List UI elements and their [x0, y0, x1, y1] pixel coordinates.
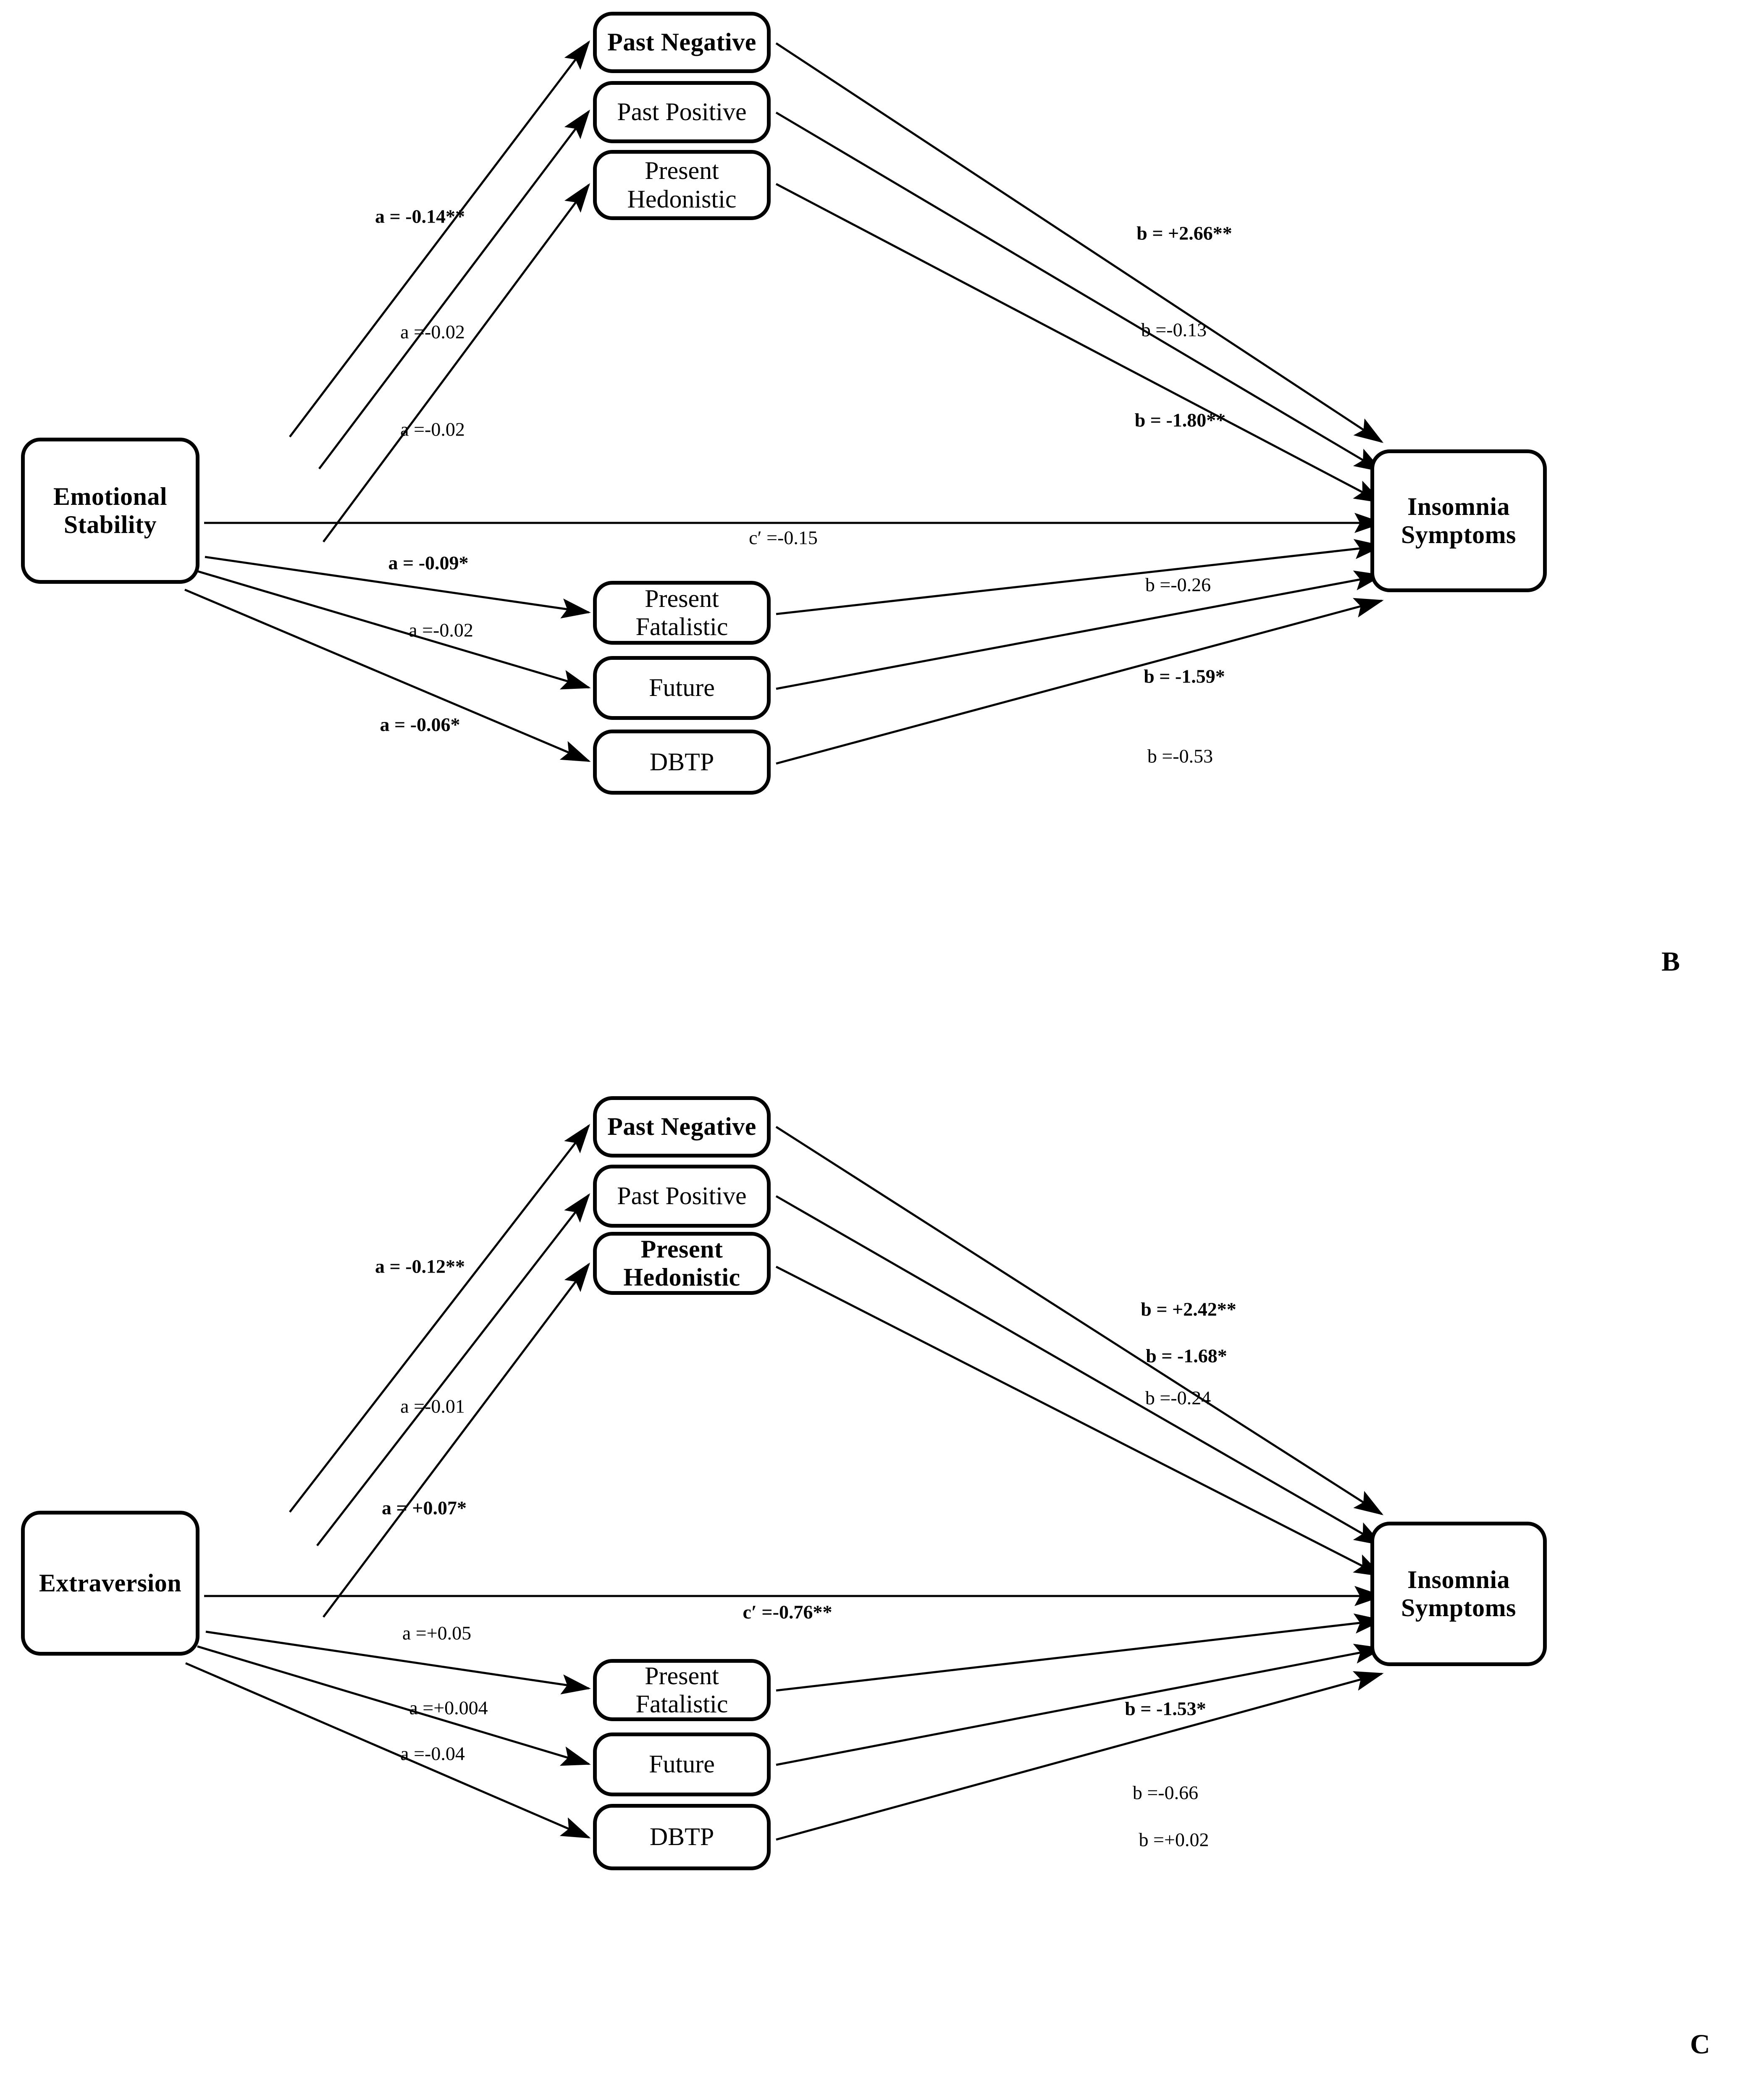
- node-label: Past Positive: [617, 98, 747, 126]
- edge-label-a-dbtp-c: a =-0.04: [400, 1743, 465, 1764]
- path-a-future-c: [197, 1645, 591, 1766]
- edge-label-b-dbtp-b: b =-0.53: [1147, 745, 1213, 767]
- panel-b-a-paths: [184, 40, 591, 762]
- path-b-future: [776, 570, 1384, 690]
- path-b-future-c: [776, 1643, 1384, 1766]
- panel-letter-b: B: [1661, 946, 1680, 977]
- edge-label-a-future-c: a =+0.004: [409, 1697, 488, 1719]
- node-mediator-past-negative-c[interactable]: Past Negative: [593, 1096, 771, 1158]
- panel-letter-c: C: [1690, 2029, 1710, 2060]
- edge-label-b-past-positive-b: b =-0.13: [1141, 319, 1207, 341]
- node-label: Extraversion: [39, 1569, 182, 1597]
- path-b-past-positive-c: [775, 1195, 1384, 1546]
- node-label-line2: Symptoms: [1401, 1594, 1517, 1622]
- path-b-dbtp-c: [776, 1671, 1384, 1841]
- edge-label-a-past-negative-c: a = -0.12**: [375, 1255, 465, 1277]
- path-b-past-positive: [775, 111, 1384, 472]
- path-b-past-negative: [775, 42, 1384, 443]
- node-predictor-extraversion[interactable]: Extraversion: [21, 1511, 199, 1656]
- path-b-present-fatalistic-c: [776, 1613, 1384, 1692]
- node-label: Present Fatalistic: [635, 584, 728, 640]
- node-outcome-insomnia-symptoms-c[interactable]: Insomnia Symptoms: [1370, 1522, 1547, 1666]
- node-label-line2: Stability: [63, 511, 157, 538]
- path-a-dbtp: [184, 588, 591, 762]
- edge-label-a-past-positive-b: a =-0.02: [400, 321, 465, 343]
- path-a-past-positive-c: [316, 1193, 590, 1546]
- edge-label-direct-effect-c: c′ =-0.76**: [743, 1601, 832, 1623]
- node-label-line1: Insomnia: [1407, 492, 1510, 520]
- panel-b-b-paths: [775, 42, 1384, 765]
- node-label: Past Negative: [607, 1113, 756, 1141]
- node-mediator-dbtp-b[interactable]: DBTP: [593, 730, 771, 795]
- edge-label-a-present-hedonistic-c: a = +0.07*: [382, 1497, 467, 1519]
- edge-label-b-past-negative-b: b = +2.66**: [1136, 222, 1232, 244]
- node-label: Present Fatalistic: [635, 1662, 728, 1718]
- panel-c-a-paths: [185, 1124, 591, 1839]
- node-label: Past Positive: [617, 1182, 747, 1210]
- path-b-past-negative-c: [775, 1126, 1384, 1515]
- path-a-present-fatalistic-c: [205, 1630, 591, 1695]
- path-b-present-hedonistic: [775, 183, 1384, 504]
- edge-label-b-present-fatalistic-b: b =-0.26: [1145, 574, 1211, 596]
- node-mediator-past-positive-c[interactable]: Past Positive: [593, 1165, 771, 1228]
- node-label-line2: Symptoms: [1401, 521, 1517, 549]
- path-a-present-fatalistic: [205, 556, 591, 619]
- node-label: Past Negative: [607, 28, 756, 56]
- edge-label-a-past-positive-c: a =-0.01: [400, 1395, 465, 1417]
- edge-label-b-present-hedonistic-c: b = -1.68*: [1146, 1345, 1227, 1367]
- edge-label-b-past-positive-c: b =-0.24: [1145, 1387, 1211, 1409]
- edge-label-direct-effect-b: c′ =-0.15: [749, 527, 818, 549]
- panel-c-b-paths: [775, 1126, 1384, 1841]
- path-a-present-hedonistic: [322, 183, 590, 543]
- edge-label-a-present-fatalistic-b: a = -0.09*: [388, 552, 469, 574]
- path-b-dbtp: [776, 598, 1384, 765]
- path-a-past-positive: [318, 110, 590, 470]
- node-mediator-past-negative-b[interactable]: Past Negative: [593, 12, 771, 73]
- node-label: Present Hedonistic: [623, 1235, 740, 1291]
- node-mediator-dbtp-c[interactable]: DBTP: [593, 1804, 771, 1870]
- edge-label-b-present-fatalistic-c: b =+0.02: [1139, 1829, 1209, 1851]
- edge-label-b-future-b: b = -1.59*: [1144, 665, 1225, 687]
- edge-label-a-dbtp-b: a = -0.06*: [380, 714, 460, 735]
- path-b-present-hedonistic-c: [775, 1265, 1384, 1577]
- node-mediator-future-b[interactable]: Future: [593, 656, 771, 720]
- edge-label-a-future-b: a =-0.02: [409, 619, 473, 641]
- node-label: DBTP: [649, 748, 714, 776]
- node-label: Future: [649, 1750, 715, 1778]
- node-mediator-present-fatalistic-c[interactable]: Present Fatalistic: [593, 1659, 771, 1721]
- edge-label-b-past-negative-c: b = +2.42**: [1141, 1298, 1236, 1320]
- node-mediator-present-hedonistic-c[interactable]: Present Hedonistic: [593, 1232, 771, 1295]
- node-label: Future: [649, 674, 715, 702]
- node-mediator-present-fatalistic-b[interactable]: Present Fatalistic: [593, 581, 771, 645]
- edge-label-b-present-hedonistic-b: b = -1.80**: [1134, 409, 1226, 431]
- node-label-line1: Emotional: [53, 482, 168, 510]
- edge-label-a-present-fatalistic-c: a =+0.05: [402, 1622, 472, 1644]
- edge-label-b-future-c: b = -1.53*: [1125, 1698, 1206, 1719]
- path-a-future: [197, 570, 591, 690]
- path-a-present-hedonistic-c: [323, 1263, 590, 1618]
- node-mediator-future-c[interactable]: Future: [593, 1732, 771, 1796]
- node-mediator-present-hedonistic-b[interactable]: Present Hedonistic: [593, 150, 771, 220]
- node-outcome-insomnia-symptoms-b[interactable]: Insomnia Symptoms: [1370, 449, 1547, 592]
- node-label-line1: Insomnia: [1407, 1565, 1510, 1593]
- edge-label-b-dbtp-c: b =-0.66: [1132, 1782, 1199, 1803]
- node-mediator-past-positive-b[interactable]: Past Positive: [593, 81, 771, 143]
- edge-label-a-past-negative-b: a = -0.14**: [375, 205, 465, 227]
- node-label: DBTP: [649, 1823, 714, 1851]
- path-b-present-fatalistic: [776, 539, 1384, 615]
- node-predictor-emotional-stability[interactable]: Emotional Stability: [21, 438, 199, 584]
- path-a-past-negative-c: [289, 1124, 590, 1513]
- path-a-dbtp-c: [185, 1662, 591, 1839]
- node-label: Present Hedonistic: [627, 157, 737, 213]
- path-a-past-negative: [289, 40, 590, 438]
- edge-label-a-present-hedonistic-b: a =-0.02: [400, 418, 465, 440]
